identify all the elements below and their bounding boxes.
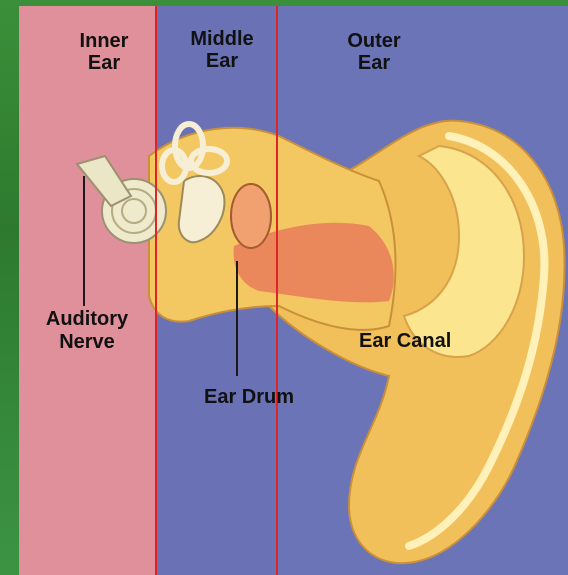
auditory-nerve-label: Auditory Nerve [36, 308, 138, 354]
divider-middle-outer [276, 6, 278, 575]
middle-ear-label: Middle Ear [174, 28, 270, 72]
ear-canal-label: Ear Canal [359, 330, 451, 353]
inner-ear-label: Inner Ear [59, 30, 149, 74]
ear-drum-pointer [236, 261, 238, 376]
eardrum-membrane [231, 184, 271, 248]
ear-illustration [19, 6, 568, 575]
auditory-nerve-pointer [83, 176, 85, 306]
ear-drum-label: Ear Drum [204, 386, 294, 409]
outer-ear-label: Outer Ear [334, 30, 414, 74]
divider-inner-middle [155, 6, 157, 575]
ear-diagram: Inner Ear Middle Ear Outer Ear Auditory … [19, 6, 568, 575]
